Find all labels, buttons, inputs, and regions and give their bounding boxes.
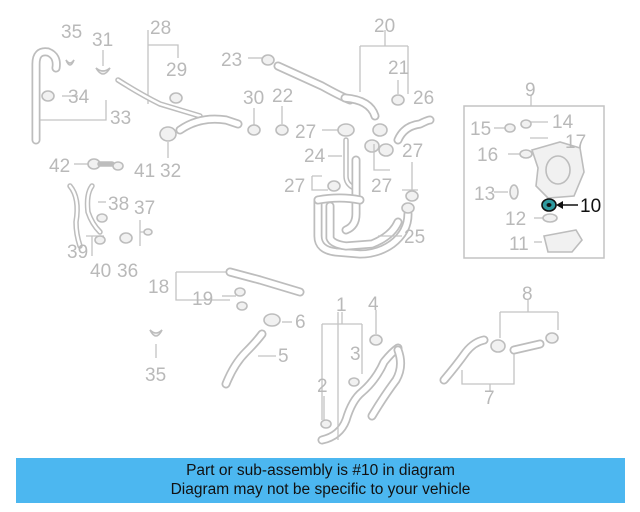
clip-35-lower: [149, 329, 163, 358]
hose-26: [393, 115, 435, 145]
label-7: 7: [484, 388, 495, 409]
clip-31: [95, 50, 111, 75]
label-24: 24: [304, 146, 326, 167]
label-2: 2: [317, 376, 328, 397]
small-hoses-left: [67, 158, 153, 256]
part-10-gasket-highlighted: [541, 198, 578, 212]
label-18: 18: [148, 277, 169, 298]
label-4: 4: [368, 294, 379, 315]
label-41: 41: [134, 161, 155, 182]
label-27c: 27: [284, 176, 305, 197]
label-8: 8: [522, 284, 533, 305]
label-26: 26: [413, 88, 434, 109]
label-1: 1: [336, 295, 347, 316]
label-29: 29: [166, 60, 187, 81]
label-27d: 27: [371, 176, 392, 197]
label-22: 22: [272, 86, 293, 107]
label-39: 39: [67, 242, 88, 263]
clips-30-22-27: [247, 106, 380, 153]
label-27b: 27: [402, 141, 423, 162]
hose-5: [221, 313, 292, 389]
label-35b: 35: [145, 365, 166, 386]
part-labels: 35 31 28 29 34 33 23 20 21 30 22 26 27 2…: [49, 16, 601, 409]
label-10-highlighted: 10: [580, 196, 601, 217]
label-23: 23: [221, 50, 242, 71]
label-36: 36: [117, 261, 138, 282]
hose-1: [317, 310, 406, 445]
label-6: 6: [295, 312, 306, 333]
label-20: 20: [374, 16, 395, 37]
label-3: 3: [350, 344, 361, 365]
label-32: 32: [160, 161, 181, 182]
hose-assembly-25: [311, 137, 419, 259]
label-17: 17: [565, 132, 586, 153]
label-25: 25: [404, 227, 425, 248]
label-27a: 27: [295, 122, 316, 143]
label-31: 31: [92, 30, 113, 51]
info-banner: Part or sub-assembly is #10 in diagram D…: [16, 458, 625, 503]
label-35: 35: [61, 22, 82, 43]
label-28: 28: [150, 18, 171, 39]
label-16: 16: [477, 145, 498, 166]
label-14: 14: [552, 112, 574, 133]
label-40: 40: [90, 261, 111, 282]
banner-line-1: Part or sub-assembly is #10 in diagram: [186, 462, 455, 479]
label-33: 33: [110, 108, 131, 129]
label-9: 9: [525, 80, 536, 101]
hose-23: [248, 30, 409, 137]
label-11: 11: [509, 234, 529, 255]
label-5: 5: [278, 346, 289, 367]
hose-7: [439, 300, 559, 392]
label-42: 42: [49, 156, 70, 177]
label-12: 12: [505, 209, 526, 230]
pipe-18: [175, 267, 305, 311]
dipstick-tube: [31, 47, 107, 145]
label-34: 34: [68, 87, 90, 108]
label-37: 37: [134, 198, 155, 219]
sub-assembly-9: [463, 95, 605, 259]
label-21: 21: [388, 58, 409, 79]
label-13: 13: [474, 184, 495, 205]
label-38: 38: [108, 194, 129, 215]
label-19: 19: [192, 289, 213, 310]
hose-28: [115, 30, 243, 158]
banner-line-2: Diagram may not be specific to your vehi…: [170, 481, 471, 498]
label-30: 30: [243, 88, 264, 109]
label-15: 15: [470, 119, 491, 140]
